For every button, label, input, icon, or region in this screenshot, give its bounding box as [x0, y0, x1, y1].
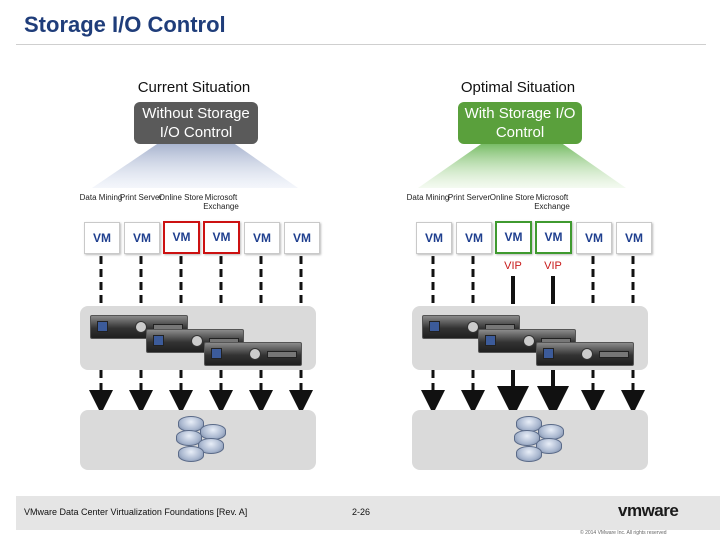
- with-sioc-pill: With Storage I/O Control: [458, 102, 582, 144]
- vm-box: VM: [244, 222, 280, 254]
- title-divider: [16, 44, 706, 45]
- current-situation-heading: Current Situation: [137, 79, 251, 96]
- right-host-storage-arrows-dashed: [421, 370, 645, 414]
- vip-label: VIP: [504, 260, 522, 272]
- vmware-logo: vmware: [618, 501, 679, 520]
- label-print-server: Print Server: [447, 193, 491, 202]
- without-sioc-pill: Without Storage I/O Control: [134, 102, 258, 144]
- server-icon: [536, 342, 634, 366]
- server-icon: [90, 315, 188, 339]
- optimal-situation-heading: Optimal Situation: [460, 79, 576, 96]
- right-vip-lines: [511, 276, 555, 304]
- label-print-server: Print Server: [119, 193, 163, 202]
- slide-title: Storage I/O Control: [24, 12, 226, 37]
- server-icon: [204, 342, 302, 366]
- datastore-icon: [174, 416, 234, 464]
- copyright-text: © 2014 VMware Inc. All rights reserved: [580, 530, 667, 536]
- label-data-mining: Data Mining: [406, 193, 450, 202]
- vm-box-prioritized: VM: [535, 221, 572, 254]
- left-vm-host-lines: [99, 256, 303, 304]
- left-host-storage-arrows: [89, 370, 313, 414]
- right-vm-host-lines: [431, 256, 635, 304]
- label-online-store: Online Store: [158, 193, 204, 202]
- vm-box-prioritized: VM: [495, 221, 532, 254]
- vm-box-contended: VM: [163, 221, 200, 254]
- server-icon: [422, 315, 520, 339]
- label-microsoft-exchange: Microsoft Exchange: [534, 193, 570, 211]
- vm-box: VM: [616, 222, 652, 254]
- footer-bar: [16, 496, 720, 530]
- label-data-mining: Data Mining: [79, 193, 123, 202]
- vm-box: VM: [284, 222, 320, 254]
- vip-label: VIP: [544, 260, 562, 272]
- vm-box: VM: [124, 222, 160, 254]
- label-online-store: Online Store: [489, 193, 535, 202]
- vm-box: VM: [416, 222, 452, 254]
- left-beam: [92, 142, 298, 188]
- right-host-storage-arrows-solid: [497, 370, 569, 418]
- label-microsoft-exchange: Microsoft Exchange: [203, 193, 239, 211]
- vm-box: VM: [456, 222, 492, 254]
- course-title: VMware Data Center Virtualization Founda…: [24, 507, 248, 517]
- vm-box-contended: VM: [203, 221, 240, 254]
- vm-box: VM: [576, 222, 612, 254]
- vm-box: VM: [84, 222, 120, 254]
- right-beam: [418, 142, 626, 188]
- page-number: 2-26: [352, 507, 371, 517]
- datastore-icon: [512, 416, 572, 464]
